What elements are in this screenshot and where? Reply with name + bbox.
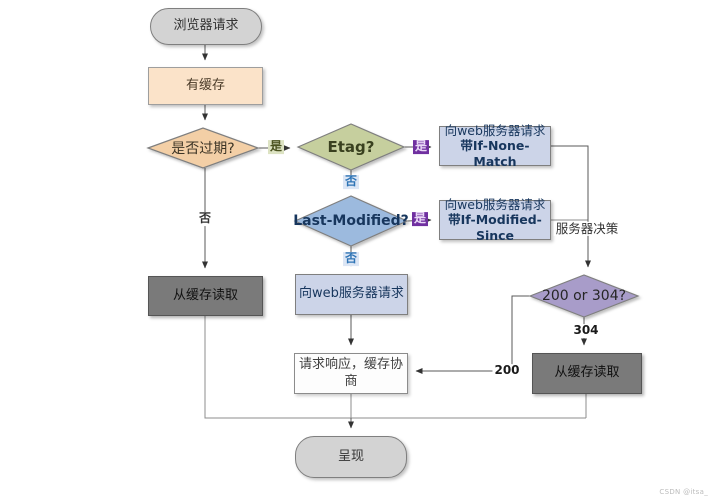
node-request-if-modified-since: 向web服务器请求 带If-Modified-Since	[439, 196, 551, 243]
csdn-watermark: CSDN @itsa_	[659, 488, 708, 496]
edge-label-yes-to-if-modified-since: 是	[411, 211, 429, 226]
diamond-200-or-304-label: 200 or 304?	[541, 288, 627, 304]
node-read-from-cache-right: 从缓存读取	[532, 353, 642, 394]
node-read-from-cache-left: 从缓存读取	[148, 276, 263, 316]
node-render: 呈现	[295, 436, 407, 478]
node-response-cache-negotiation: 请求响应，缓存协商	[294, 353, 408, 394]
node-browser-request: 浏览器请求	[150, 8, 262, 45]
diamond-200-or-304	[528, 274, 640, 318]
edge-label-no-to-read-cache: 否	[196, 211, 214, 226]
edge-label-no-below-etag: 否	[342, 174, 360, 189]
edge-label-server-decision: 服务器决策	[553, 220, 621, 237]
node-request-if-none-match: 向web服务器请求 带If-None-Match	[439, 122, 551, 169]
diamond-etag	[296, 123, 406, 171]
edge-label-yes-to-if-none-match: 是	[412, 139, 430, 154]
diamond-etag-label: Etag?	[327, 138, 375, 156]
node-has-cache: 有缓存	[148, 67, 263, 105]
edge-label-no-below-last-modified: 否	[342, 251, 360, 266]
node-request-if-modified-since-line2: 带If-Modified-Since	[448, 212, 542, 243]
diamond-is-expired	[146, 127, 260, 169]
node-request-if-none-match-line2: 带If-None-Match	[460, 138, 530, 169]
diamond-last-modified-label: Last-Modified?	[293, 213, 409, 229]
diamond-last-modified	[293, 195, 409, 247]
diamond-is-expired-label: 是否过期?	[171, 141, 235, 157]
edge-label-200: 200	[492, 363, 522, 378]
edge-label-304: 304	[571, 323, 601, 338]
node-request-if-none-match-line1: 向web服务器请求	[444, 122, 546, 138]
edge-label-yes-to-etag: 是	[267, 139, 285, 154]
node-request-web-server: 向web服务器请求	[295, 274, 408, 315]
node-request-if-modified-since-line1: 向web服务器请求	[444, 196, 546, 212]
